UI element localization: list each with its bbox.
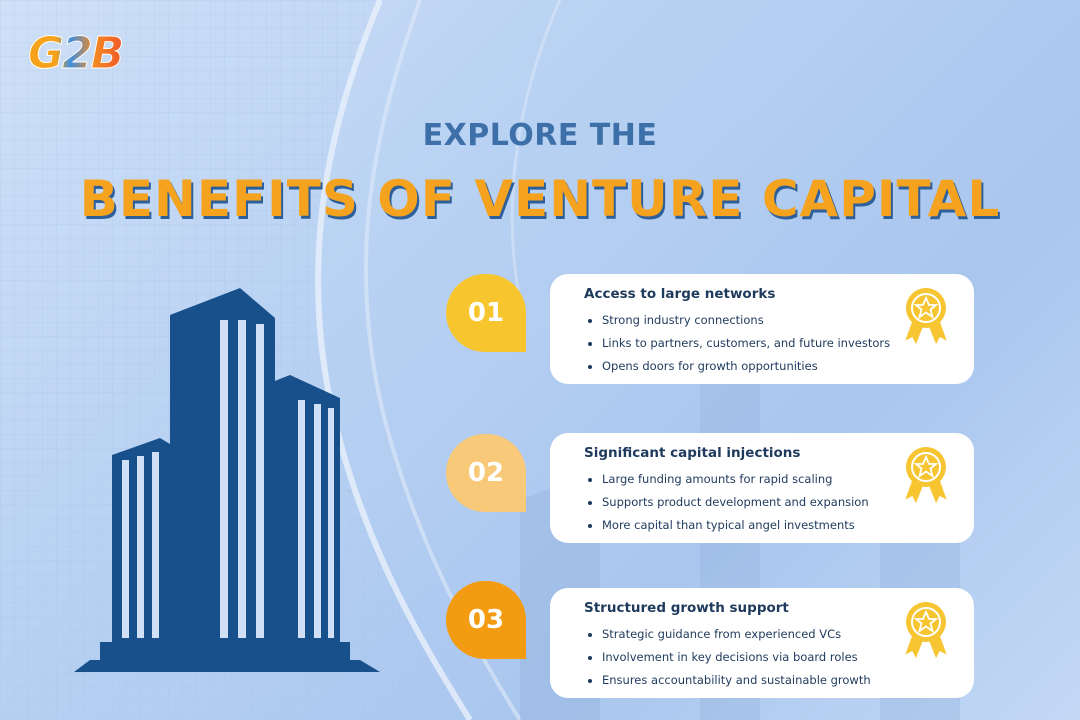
benefit-title: Structured growth support	[584, 600, 789, 616]
building-icon	[74, 288, 380, 672]
benefit-points: Strategic guidance from experienced VCs …	[584, 626, 871, 695]
benefit-point: Large funding amounts for rapid scaling	[602, 471, 869, 494]
page-subtitle: EXPLORE THE	[422, 118, 658, 153]
benefit-title: Significant capital injections	[584, 445, 801, 461]
benefit-card-3: Structured growth support Strategic guid…	[550, 588, 974, 698]
medal-icon	[902, 602, 950, 660]
benefit-title: Access to large networks	[584, 286, 776, 302]
medal-icon	[902, 447, 950, 505]
logo-text: G2B	[27, 28, 124, 80]
benefit-number-badge-2: 02	[446, 434, 526, 512]
benefit-point: Links to partners, customers, and future…	[602, 335, 890, 358]
benefit-point: Supports product development and expansi…	[602, 494, 869, 517]
benefit-card-1: Access to large networks Strong industry…	[550, 274, 974, 384]
medal-icon	[902, 288, 950, 346]
benefit-number: 03	[467, 605, 505, 635]
benefit-number: 02	[467, 458, 505, 488]
benefit-card-2: Significant capital injections Large fun…	[550, 433, 974, 543]
benefit-number-badge-3: 03	[446, 581, 526, 659]
benefit-point: Involvement in key decisions via board r…	[602, 649, 871, 672]
benefit-point: Opens doors for growth opportunities	[602, 358, 890, 381]
logo: G2B	[27, 28, 124, 80]
benefit-point: More capital than typical angel investme…	[602, 517, 869, 540]
benefit-point: Ensures accountability and sustainable g…	[602, 672, 871, 695]
benefit-points: Strong industry connections Links to par…	[584, 312, 890, 381]
page-title: BENEFITS OF VENTURE CAPITAL	[79, 170, 1001, 228]
benefit-number: 01	[467, 298, 505, 328]
benefit-point: Strategic guidance from experienced VCs	[602, 626, 871, 649]
benefit-points: Large funding amounts for rapid scaling …	[584, 471, 869, 540]
benefit-point: Strong industry connections	[602, 312, 890, 335]
benefit-number-badge-1: 01	[446, 274, 526, 352]
